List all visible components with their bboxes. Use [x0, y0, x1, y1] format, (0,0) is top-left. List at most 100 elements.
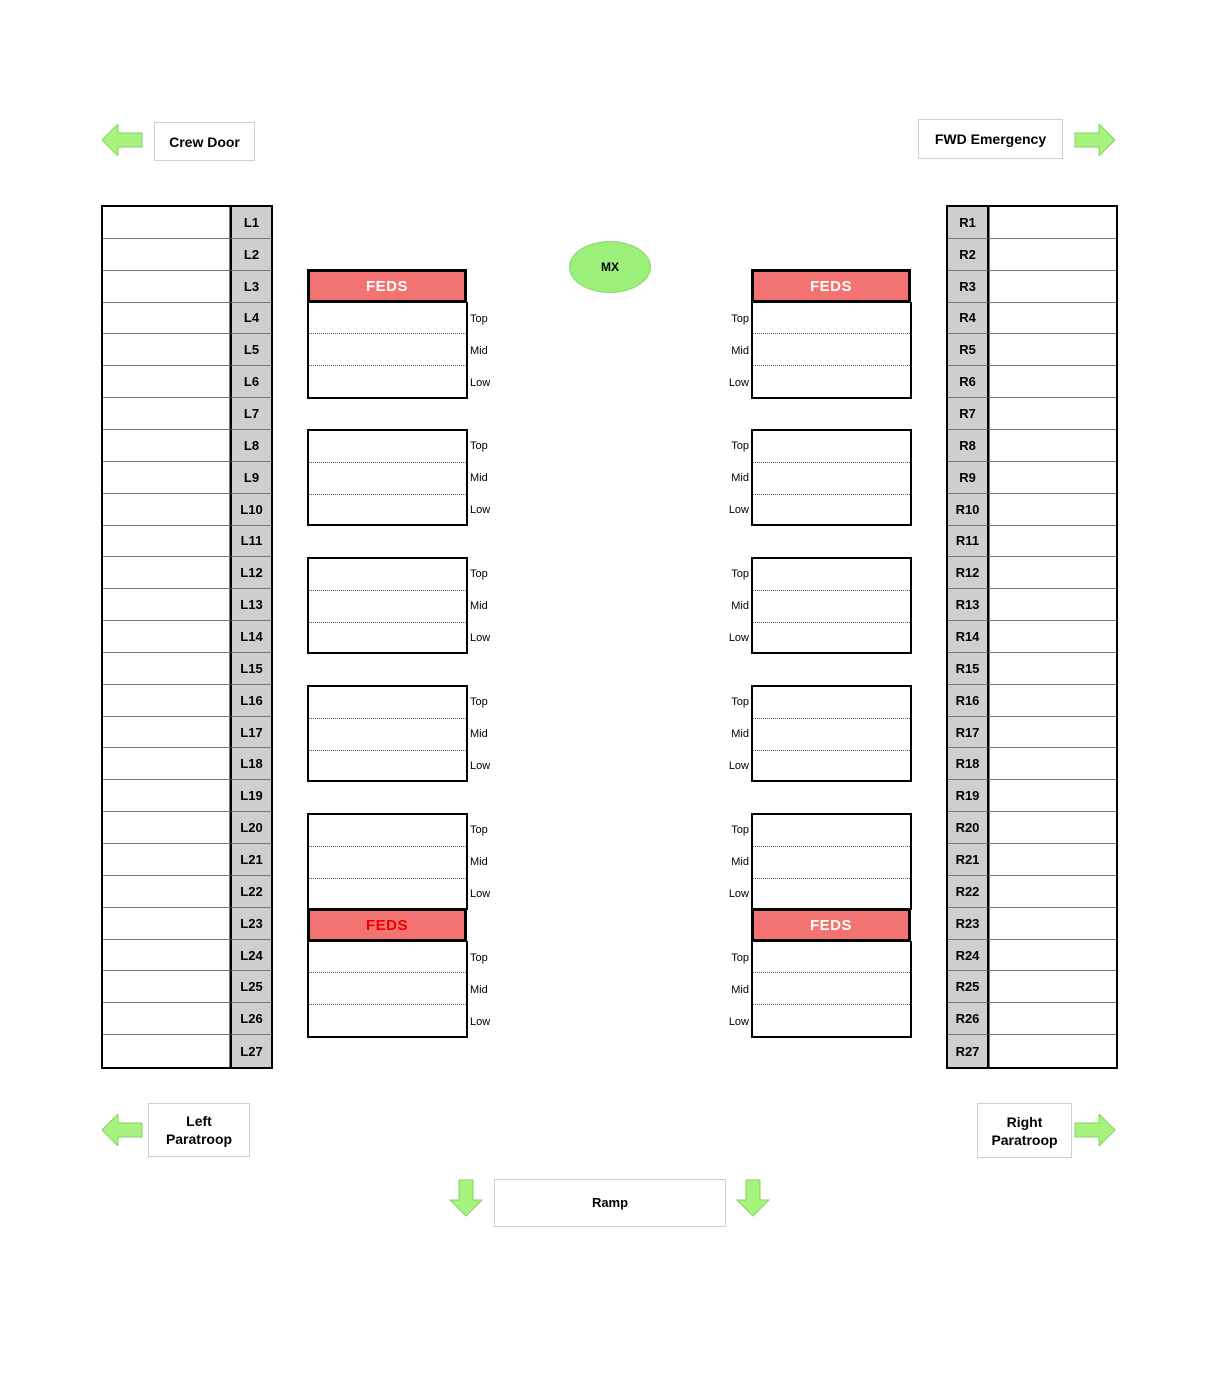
seat-row: L12	[103, 557, 271, 590]
seat-label: L17	[230, 716, 271, 749]
cargo-rack	[751, 941, 912, 1038]
seat-row: L8	[103, 429, 271, 462]
seat-entry-cell[interactable]	[989, 812, 1116, 845]
seat-entry-cell[interactable]	[989, 684, 1116, 717]
seat-entry-cell[interactable]	[989, 366, 1116, 399]
rack-level-label: Mid	[470, 728, 488, 740]
seat-entry-cell[interactable]	[103, 907, 230, 940]
seat-entry-cell[interactable]	[989, 907, 1116, 940]
seat-label: R3	[948, 270, 989, 303]
seat-entry-cell[interactable]	[103, 398, 230, 430]
seat-entry-cell[interactable]	[103, 844, 230, 876]
rack-divider	[753, 494, 910, 495]
seat-entry-cell[interactable]	[989, 238, 1116, 271]
seat-entry-cell[interactable]	[103, 652, 230, 685]
seat-entry-cell[interactable]	[989, 334, 1116, 367]
seat-entry-cell[interactable]	[989, 557, 1116, 590]
seat-entry-cell[interactable]	[103, 366, 230, 399]
seat-entry-cell[interactable]	[103, 589, 230, 622]
seat-entry-cell[interactable]	[103, 429, 230, 462]
seat-label: R23	[948, 907, 989, 940]
rack-level-label: Mid	[470, 984, 488, 996]
seat-label: L11	[230, 525, 271, 558]
seat-row: R2	[948, 238, 1116, 271]
seat-entry-cell[interactable]	[103, 334, 230, 367]
seat-row: R13	[948, 589, 1116, 622]
seat-entry-cell[interactable]	[103, 270, 230, 303]
seat-label: R27	[948, 1035, 989, 1067]
rack-divider	[753, 333, 910, 334]
rack-level-label: Top	[731, 952, 749, 964]
seat-entry-cell[interactable]	[989, 207, 1116, 239]
seat-entry-cell[interactable]	[103, 302, 230, 335]
seat-entry-cell[interactable]	[989, 1035, 1116, 1067]
seat-entry-cell[interactable]	[103, 716, 230, 749]
down-arrow-icon	[449, 1179, 483, 1217]
rack-divider	[753, 718, 910, 719]
seat-entry-cell[interactable]	[103, 525, 230, 558]
seat-entry-cell[interactable]	[989, 748, 1116, 781]
seat-entry-cell[interactable]	[989, 302, 1116, 335]
seat-entry-cell[interactable]	[989, 429, 1116, 462]
seat-entry-cell[interactable]	[103, 461, 230, 494]
seat-label: R25	[948, 971, 989, 1004]
rack-level-label: Top	[470, 952, 488, 964]
seat-entry-cell[interactable]	[103, 621, 230, 653]
seat-entry-cell[interactable]	[989, 493, 1116, 526]
seat-entry-cell[interactable]	[989, 971, 1116, 1004]
cargo-rack	[751, 685, 912, 782]
seat-entry-cell[interactable]	[989, 461, 1116, 494]
seat-entry-cell[interactable]	[103, 207, 230, 239]
seat-entry-cell[interactable]	[103, 939, 230, 972]
seat-label: R21	[948, 844, 989, 876]
cargo-rack	[307, 302, 468, 399]
seat-row: L6	[103, 366, 271, 399]
seat-label: R16	[948, 684, 989, 717]
rack-divider	[309, 365, 466, 366]
seat-entry-cell[interactable]	[103, 1035, 230, 1067]
seat-row: L27	[103, 1035, 271, 1067]
seat-entry-cell[interactable]	[103, 238, 230, 271]
seat-label: L7	[230, 398, 271, 430]
cargo-rack	[307, 813, 468, 910]
seat-row: R7	[948, 398, 1116, 430]
seat-entry-cell[interactable]	[103, 780, 230, 813]
seat-row: L21	[103, 844, 271, 876]
seat-entry-cell[interactable]	[103, 875, 230, 908]
seat-entry-cell[interactable]	[103, 557, 230, 590]
seat-entry-cell[interactable]	[989, 652, 1116, 685]
seat-entry-cell[interactable]	[989, 621, 1116, 653]
seat-entry-cell[interactable]	[989, 716, 1116, 749]
seat-entry-cell[interactable]	[989, 780, 1116, 813]
seat-label: L1	[230, 207, 271, 239]
seat-entry-cell[interactable]	[989, 875, 1116, 908]
seat-entry-cell[interactable]	[103, 812, 230, 845]
seat-entry-cell[interactable]	[989, 939, 1116, 972]
seat-entry-cell[interactable]	[103, 684, 230, 717]
rack-level-label: Top	[470, 696, 488, 708]
seat-row: R14	[948, 621, 1116, 653]
seat-entry-cell[interactable]	[989, 525, 1116, 558]
mx-marker: MX	[569, 241, 651, 293]
seat-row: L14	[103, 621, 271, 653]
seat-label: L24	[230, 939, 271, 972]
seat-entry-cell[interactable]	[989, 398, 1116, 430]
rack-divider	[753, 878, 910, 879]
seat-entry-cell[interactable]	[103, 748, 230, 781]
seat-entry-cell[interactable]	[989, 1003, 1116, 1036]
seat-label: L20	[230, 812, 271, 845]
seat-entry-cell[interactable]	[103, 971, 230, 1004]
rack-divider	[309, 494, 466, 495]
rack-divider	[309, 972, 466, 973]
seat-entry-cell[interactable]	[103, 1003, 230, 1036]
rack-level-label: Mid	[470, 472, 488, 484]
seat-entry-cell[interactable]	[103, 493, 230, 526]
rack-divider	[753, 365, 910, 366]
seat-entry-cell[interactable]	[989, 270, 1116, 303]
seat-label: R24	[948, 939, 989, 972]
seat-row: L13	[103, 589, 271, 622]
seat-entry-cell[interactable]	[989, 844, 1116, 876]
rack-level-label: Low	[470, 760, 491, 772]
crew-door-exit: Crew Door	[154, 122, 255, 161]
seat-entry-cell[interactable]	[989, 589, 1116, 622]
